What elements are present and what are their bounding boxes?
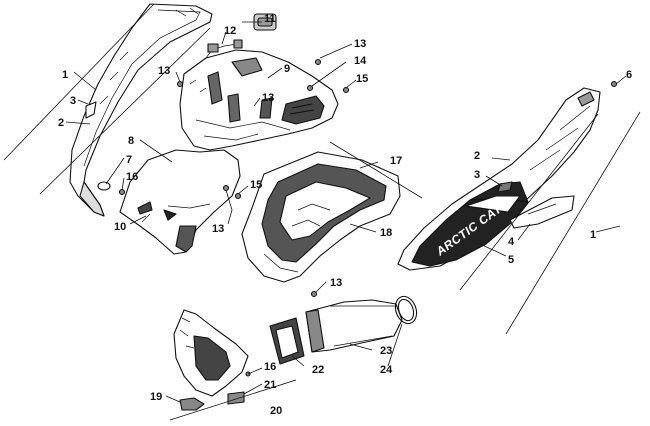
storage-tray: [241, 151, 401, 283]
callout-22: 22: [312, 364, 324, 376]
callout-10: 10: [114, 221, 126, 233]
lower-bezel-assembly: [173, 309, 249, 411]
grommet-part: [253, 13, 277, 31]
callout-16: 16: [126, 171, 138, 183]
callout-2: 2: [474, 150, 480, 162]
right-side-panel: ARCTIC CAT: [397, 87, 601, 271]
callout-15: 15: [356, 73, 368, 85]
callout-labels: 1 1 2 2 3 3 4 5 6 7 8 9 10 11 12 13 13 1…: [58, 13, 632, 417]
callout-18: 18: [380, 227, 392, 239]
callout-23: 23: [380, 345, 392, 357]
callout-13: 13: [330, 277, 342, 289]
callout-12: 12: [224, 25, 236, 37]
callout-5: 5: [508, 254, 514, 266]
callout-13: 13: [158, 65, 170, 77]
callout-14: 14: [354, 55, 367, 67]
callout-13: 13: [262, 92, 274, 104]
hose-clamp: [394, 295, 418, 325]
callout-24: 24: [380, 364, 393, 376]
callout-17: 17: [390, 155, 402, 167]
callout-8: 8: [128, 135, 134, 147]
callout-7: 7: [126, 154, 132, 166]
callout-20: 20: [270, 405, 282, 417]
callout-2: 2: [58, 117, 64, 129]
callout-16: 16: [264, 361, 276, 373]
callout-13: 13: [212, 223, 224, 235]
wire-harness-part: [205, 39, 243, 59]
callout-19: 19: [150, 391, 162, 403]
callout-4: 4: [508, 236, 515, 248]
leader-lines: [3, 3, 641, 421]
callout-21: 21: [264, 379, 276, 391]
air-intake-seal: [269, 317, 305, 365]
callout-13: 13: [354, 38, 366, 50]
callout-15: 15: [250, 179, 262, 191]
callout-3: 3: [70, 95, 76, 107]
callout-11: 11: [264, 13, 276, 25]
left-side-panel: [69, 3, 213, 217]
callout-9: 9: [284, 63, 290, 75]
air-intake-duct: [305, 299, 403, 353]
callout-3: 3: [474, 169, 480, 181]
callout-1: 1: [590, 229, 596, 241]
front-nose-cowl: [119, 149, 241, 255]
callout-1: 1: [62, 69, 68, 81]
callout-6: 6: [626, 69, 632, 81]
